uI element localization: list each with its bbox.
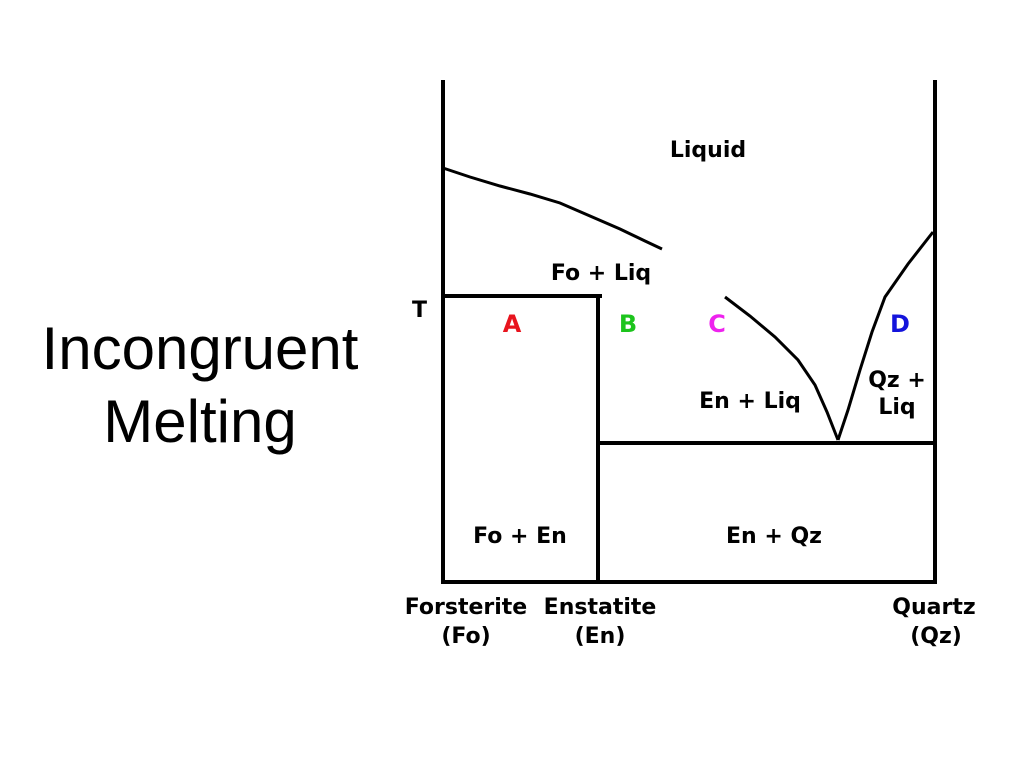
point-d-label: D <box>890 310 910 338</box>
quartz-abbr-label: (Qz) <box>910 624 962 649</box>
region-qz-liq-label-line1: Qz + <box>868 368 926 393</box>
point-b-label: B <box>619 310 637 338</box>
point-a-label: A <box>503 310 522 338</box>
quartz-name-label: Quartz <box>892 595 975 620</box>
slide-title: Incongruent Melting <box>20 312 380 458</box>
title-line-1: Incongruent <box>41 315 359 382</box>
region-fo-liq-label: Fo + Liq <box>551 261 651 286</box>
region-fo-en-label: Fo + En <box>473 524 567 549</box>
enstatite-name-label: Enstatite <box>544 595 657 620</box>
region-en-qz-label: En + Qz <box>726 524 822 549</box>
quartz-liquidus-curve <box>836 231 935 441</box>
point-c-label: C <box>708 310 726 338</box>
forsterite-abbr-label: (Fo) <box>441 624 490 649</box>
region-en-liq-label: En + Liq <box>699 389 801 414</box>
region-liquid-label: Liquid <box>670 138 746 163</box>
forsterite-name-label: Forsterite <box>405 595 527 620</box>
temperature-label: T <box>412 298 427 323</box>
forsterite-liquidus-curve <box>442 166 663 251</box>
region-qz-liq-label-line2: Liq <box>878 395 915 420</box>
enstatite-abbr-label: (En) <box>575 624 626 649</box>
enstatite-liquidus-curve <box>724 295 840 441</box>
title-line-2: Melting <box>103 388 297 455</box>
